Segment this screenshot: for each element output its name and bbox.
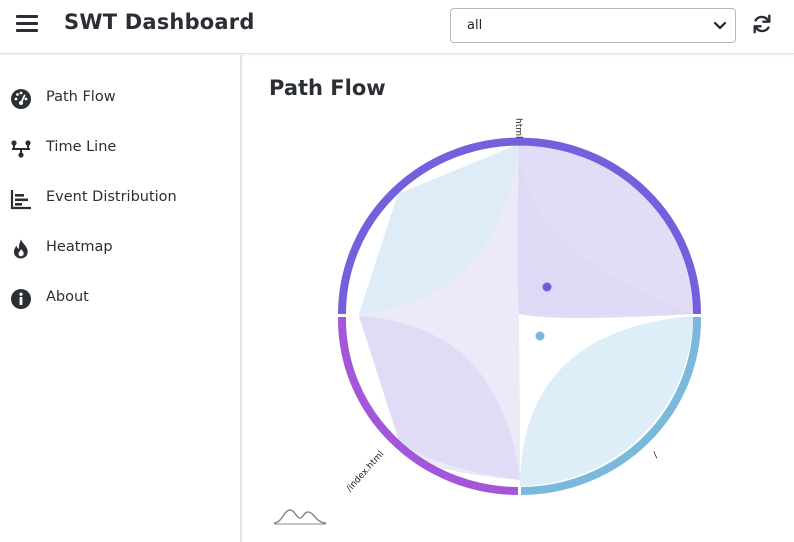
filter-select-value: all <box>467 18 483 33</box>
gauge-icon <box>11 89 31 109</box>
chord-ribbon-html <box>517 144 693 318</box>
chord-ribbon-root <box>359 144 519 314</box>
chord-arc-html <box>338 137 701 315</box>
filter-select[interactable]: all <box>450 8 736 43</box>
sidebar: Path Flow Time Line Event Distribution H… <box>0 55 242 542</box>
sidebar-item-label: Event Distribution <box>46 189 177 205</box>
menu-line <box>16 15 38 18</box>
info-icon <box>11 289 31 309</box>
sidebar-item-time-line[interactable]: Time Line <box>0 126 240 172</box>
timeline-icon <box>11 140 31 158</box>
sidebar-item-about[interactable]: About <box>0 276 240 322</box>
bar-chart-icon <box>10 190 31 210</box>
sidebar-item-label: Time Line <box>46 139 117 155</box>
menu-line <box>16 22 38 25</box>
page-title: Path Flow <box>269 76 386 100</box>
chord-node-dot[interactable] <box>542 282 552 292</box>
chord-arc-index <box>337 316 519 495</box>
path-flow-chord-chart: html / /index.html <box>337 118 702 495</box>
chord-arc-root <box>520 316 702 495</box>
chord-label-root: / <box>652 450 661 460</box>
sidebar-item-heatmap[interactable]: Heatmap <box>0 226 240 272</box>
sidebar-item-event-distribution[interactable]: Event Distribution <box>0 176 240 222</box>
chord-label-html: html <box>513 118 523 139</box>
sidebar-item-label: Path Flow <box>46 89 116 105</box>
chord-ribbon-root-self <box>520 316 693 486</box>
fire-icon <box>13 239 28 259</box>
density-sparkline-icon[interactable] <box>272 506 328 526</box>
sidebar-item-path-flow[interactable]: Path Flow <box>0 76 240 122</box>
chevron-down-icon <box>713 21 727 30</box>
hamburger-menu-icon[interactable] <box>16 14 40 36</box>
sidebar-item-label: About <box>46 289 89 305</box>
chord-node-dot[interactable] <box>535 331 545 341</box>
top-bar: SWT Dashboard all <box>0 0 794 54</box>
sidebar-item-label: Heatmap <box>46 239 113 255</box>
menu-line <box>16 29 38 32</box>
chord-label-index: /index.html <box>345 449 387 494</box>
app-title: SWT Dashboard <box>64 10 255 34</box>
refresh-icon[interactable] <box>751 13 773 35</box>
chord-ribbon-index <box>359 316 520 480</box>
